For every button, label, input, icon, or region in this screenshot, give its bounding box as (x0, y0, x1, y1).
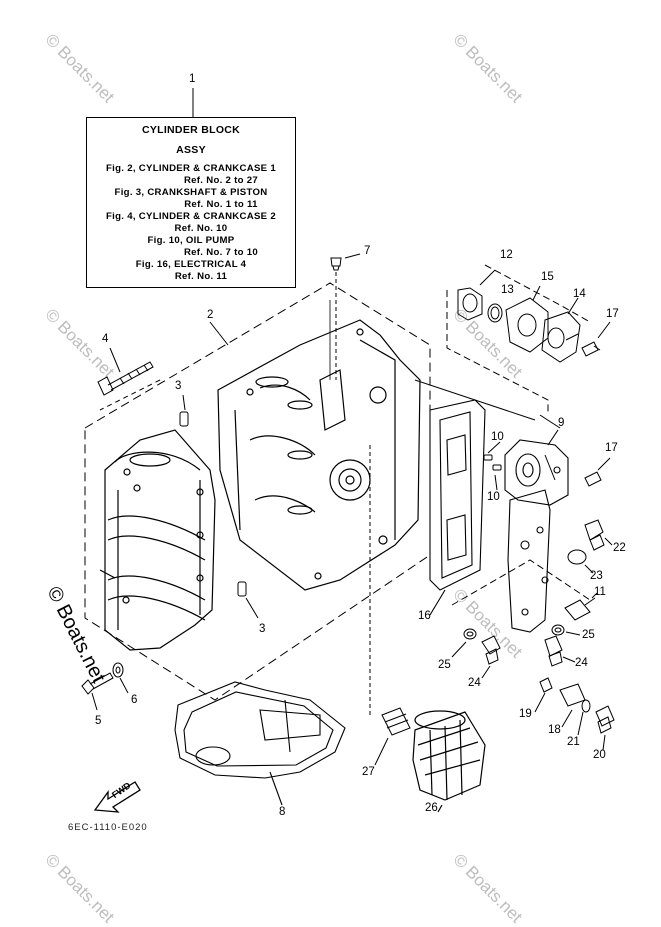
assy-title: CYLINDER BLOCK (141, 124, 241, 136)
callout-7: 7 (364, 245, 371, 257)
callout-6: 6 (131, 694, 138, 706)
bolt-17 (581, 321, 611, 487)
callout-24: 24 (468, 677, 481, 689)
assy-ref-line: Ref. No. 1 to 11 (184, 199, 258, 210)
fitting-11 (564, 597, 596, 621)
assembly-dashed-outline (84, 282, 431, 701)
assembly-reference-box: CYLINDER BLOCK ASSY Fig. 2, CYLINDER & C… (86, 117, 296, 288)
callout-27: 27 (362, 766, 375, 778)
callout-26: 26 (425, 802, 438, 814)
bolt-19 (534, 677, 553, 713)
crankcase-outer (217, 300, 421, 591)
callout-10: 10 (487, 491, 500, 503)
callout-11: 11 (594, 586, 606, 598)
callout-3: 3 (175, 380, 182, 392)
callout-20: 20 (593, 749, 606, 761)
callout-18: 18 (548, 724, 561, 736)
assy-ref-line: Fig. 16, ELECTRICAL 4 (135, 259, 247, 270)
callout-2: 2 (207, 309, 214, 321)
assy-subtitle: ASSY (176, 144, 206, 156)
callout-15: 15 (541, 271, 554, 283)
callout-14: 14 (573, 288, 586, 300)
dowel-10 (483, 441, 502, 491)
grommet-12 (457, 269, 496, 321)
dowel-pin (179, 394, 259, 619)
callout-25: 25 (438, 659, 451, 671)
oil-pump-9 (504, 429, 569, 506)
bolt-4 (97, 347, 161, 411)
bolt-5 (81, 672, 114, 711)
assy-ref-line: Ref. No. 7 to 10 (183, 247, 259, 258)
callout-5: 5 (95, 715, 102, 727)
drawing-code: 6EC-1110-E020 (68, 822, 148, 833)
gasket-16 (429, 399, 486, 616)
callout-3: 3 (259, 623, 266, 635)
assy-ref-line: Fig. 4, CYLINDER & CRANKCASE 2 (106, 211, 276, 222)
callout-8: 8 (279, 806, 286, 818)
callout-23: 23 (590, 570, 603, 582)
callout-12: 12 (500, 249, 513, 261)
o-ring-13 (487, 303, 503, 323)
callout-24: 24 (575, 657, 588, 669)
callout-19: 19 (519, 708, 532, 720)
callout-22: 22 (613, 542, 626, 554)
plug-7 (330, 253, 361, 380)
assy-ref-line: Ref. No. 10 (174, 223, 228, 234)
assy-ref-line: Fig. 10, OIL PUMP (147, 235, 235, 246)
callout-10: 10 (491, 431, 504, 443)
assy-ref-line: Ref. No. 2 to 27 (183, 175, 259, 186)
callout-4: 4 (102, 333, 109, 345)
plug-20 (595, 705, 615, 751)
thermostat-cover-14 (541, 297, 581, 363)
o-ring-23 (567, 549, 594, 574)
callout-17: 17 (606, 308, 619, 320)
cylinder-block-outer (99, 429, 216, 651)
callout-21: 21 (567, 736, 580, 748)
assy-ref-line: Fig. 3, CRANKSHAFT & PISTON (114, 187, 268, 198)
union-bolt-27 (369, 445, 411, 766)
plug-22 (584, 519, 613, 551)
gasket-8 (174, 681, 346, 806)
callout-9: 9 (558, 417, 565, 429)
fwd-arrow (93, 781, 141, 813)
callout-17: 17 (605, 442, 618, 454)
gasket-21 (577, 699, 591, 736)
callout-25: 25 (582, 629, 595, 641)
washer-6 (112, 662, 129, 694)
assy-ref-line: Ref. No. 11 (174, 271, 228, 282)
callout-1: 1 (189, 73, 196, 85)
assy-ref-line: Fig. 2, CYLINDER & CRANKCASE 1 (106, 163, 276, 174)
plug-24 (481, 635, 576, 679)
oil-filter-26 (412, 710, 486, 813)
callout-16: 16 (418, 610, 431, 622)
callout-13: 13 (501, 284, 514, 296)
cover-plate (507, 489, 551, 633)
washer-25 (451, 624, 581, 658)
